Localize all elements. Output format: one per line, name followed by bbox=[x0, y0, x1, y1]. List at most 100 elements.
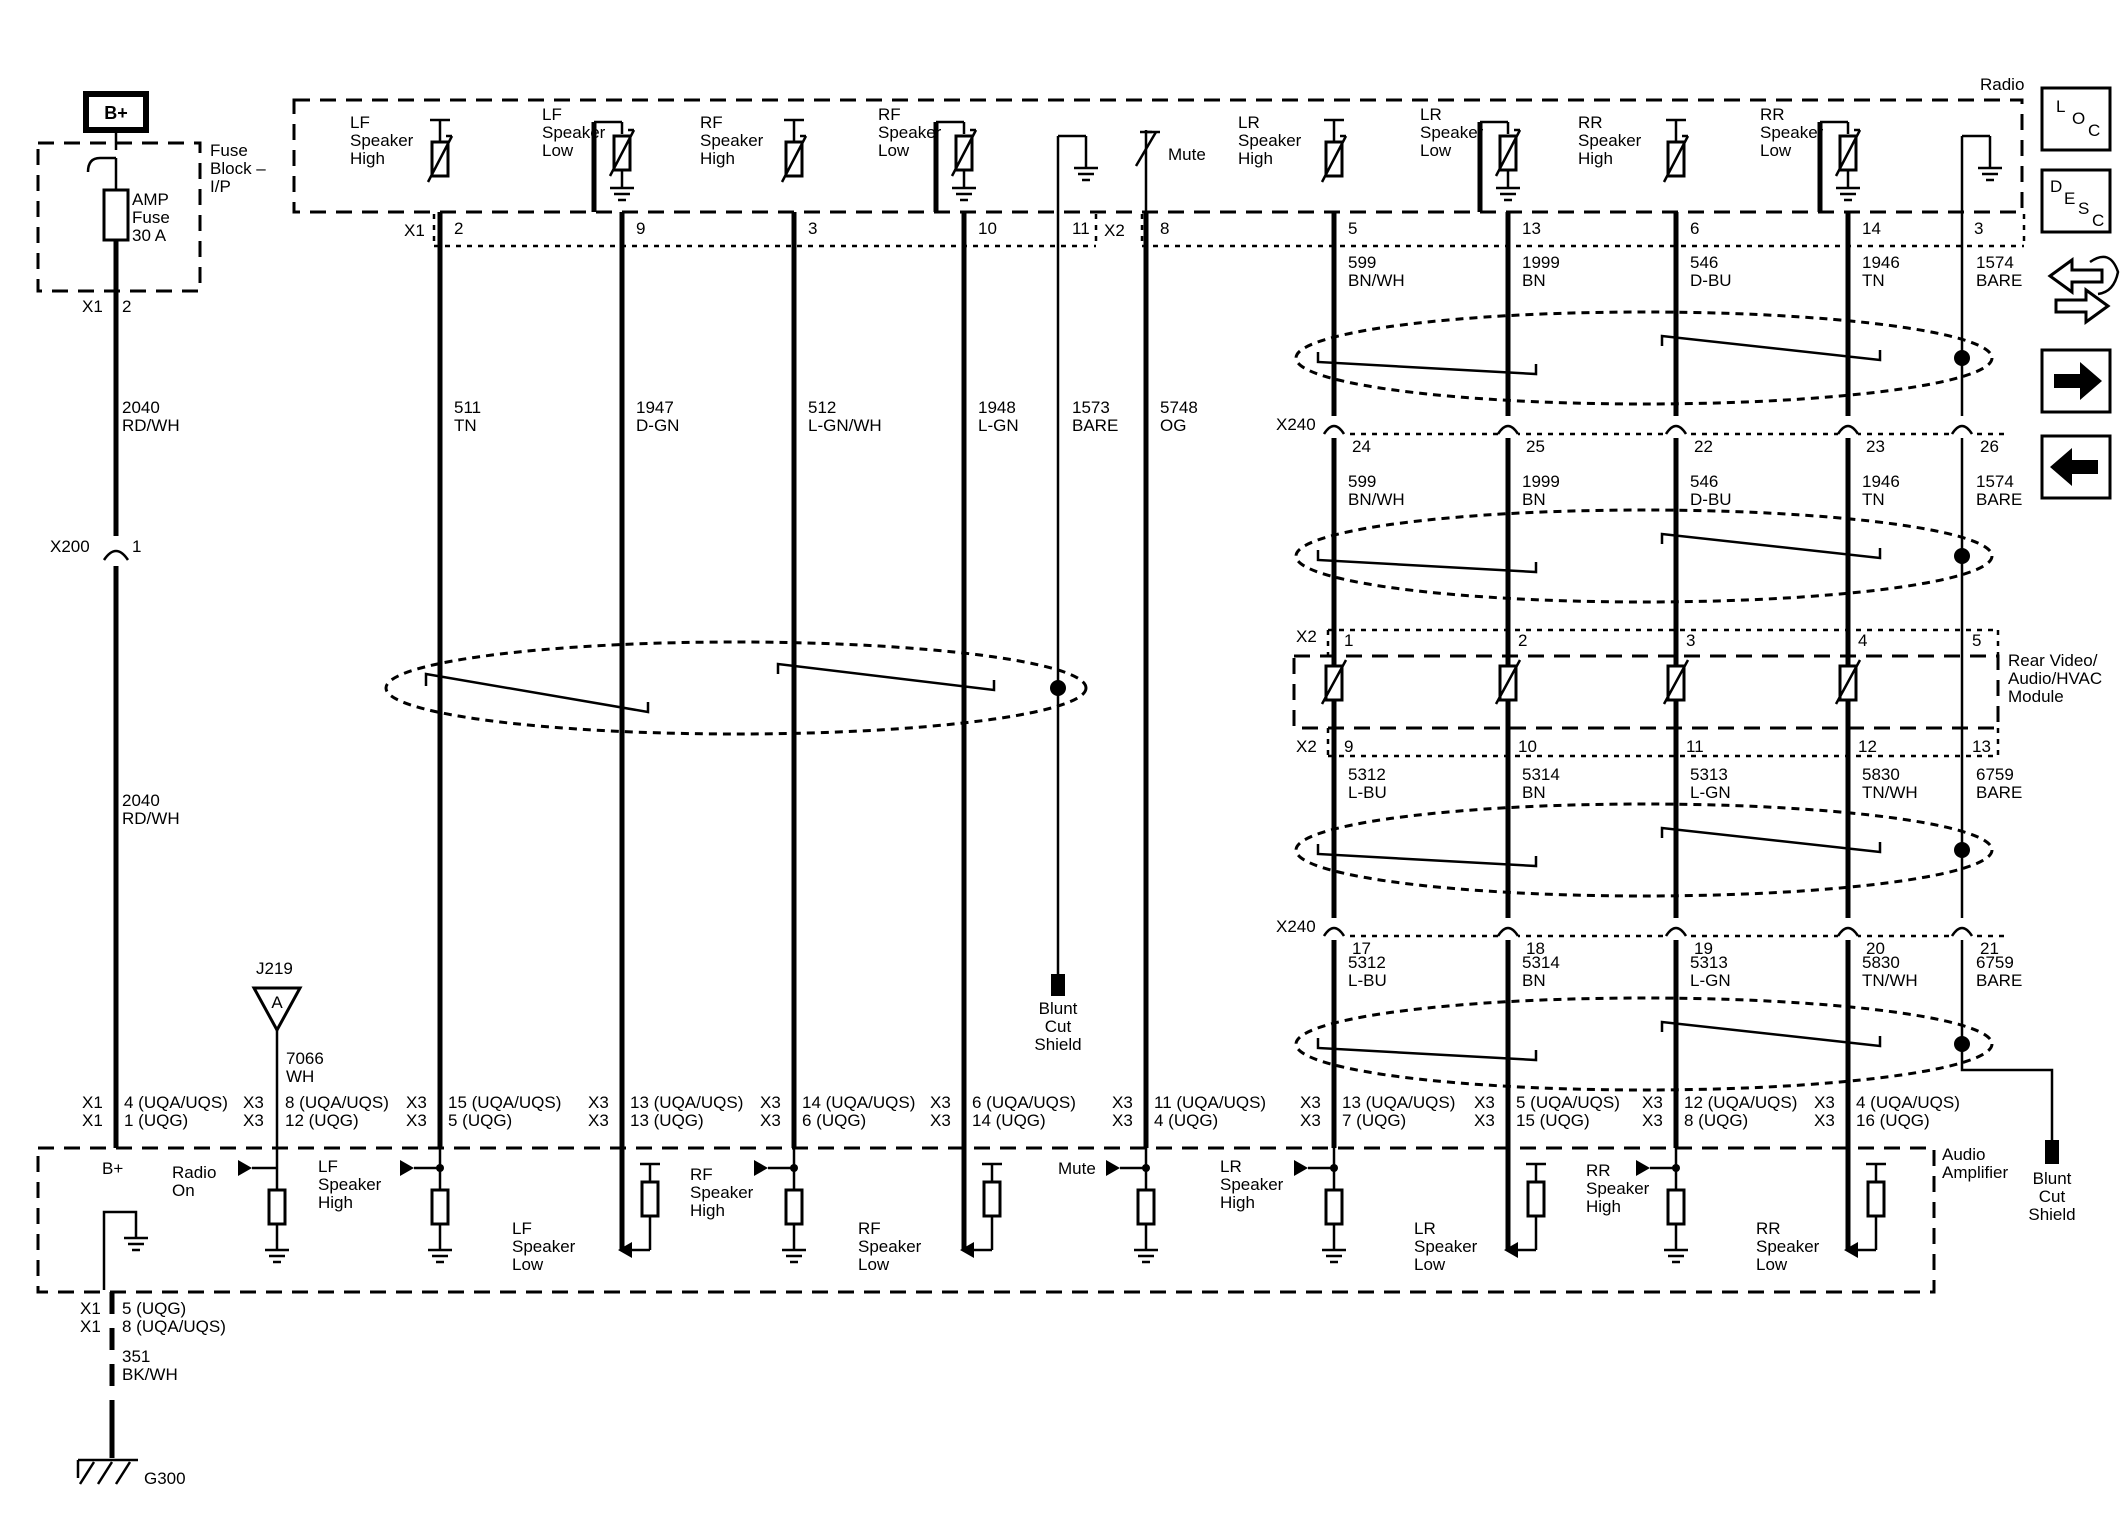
arrow-icon bbox=[1504, 1242, 1518, 1258]
rear-wire-color: BN/WH bbox=[1348, 490, 1405, 509]
shield-twist bbox=[1316, 1038, 1538, 1062]
loc-o: O bbox=[2072, 109, 2085, 128]
amp-conn-pin: 1 (UQG) bbox=[124, 1111, 188, 1130]
radio-speaker-label: High bbox=[700, 149, 735, 168]
desc-button[interactable]: D E S C bbox=[2040, 168, 2112, 234]
x240-pin: 25 bbox=[1526, 437, 1545, 456]
rear-wire-number: 546 bbox=[1690, 253, 1718, 272]
amp-speaker-label: Speaker bbox=[1414, 1237, 1478, 1256]
radio-pin: 10 bbox=[978, 219, 997, 238]
amp-conn-pin: 12 (UQA/UQS) bbox=[1684, 1093, 1797, 1112]
blunt-l2: Cut bbox=[1045, 1017, 1072, 1036]
arrow-icon bbox=[238, 1160, 252, 1176]
wire-color: RD/WH bbox=[122, 416, 180, 435]
radio-speaker-label: Speaker bbox=[1420, 123, 1484, 142]
amp-conn-pin: 14 (UQG) bbox=[972, 1111, 1046, 1130]
rear-video-audio-hvac-module: X2 X2 Rear Video/ Audio/HVAC Module bbox=[1292, 627, 2102, 758]
blunt-l1: Blunt bbox=[1039, 999, 1078, 1018]
speaker-resistor-icon bbox=[780, 135, 808, 183]
audio-amplifier: Audio Amplifier B+ Radio On Mute LFSpeak… bbox=[36, 1145, 2008, 1294]
speaker-resistor-icon bbox=[1494, 129, 1522, 177]
wire-color: BARE bbox=[1072, 416, 1118, 435]
rear-wire-number: 5830 bbox=[1862, 953, 1900, 972]
amp-conn-pin: 15 (UQG) bbox=[1516, 1111, 1590, 1130]
radio-speaker-label: High bbox=[1578, 149, 1613, 168]
rear-wire-color: TN bbox=[1862, 490, 1885, 509]
connector-icon bbox=[1496, 926, 1520, 937]
amp-speaker-label: Low bbox=[1756, 1255, 1788, 1274]
amp-conn-id: X3 bbox=[588, 1111, 609, 1130]
x200-pin: 1 bbox=[132, 537, 141, 556]
amp-conn-pin: 4 (UQA/UQS) bbox=[124, 1093, 228, 1112]
amp-speaker-label: Speaker bbox=[512, 1237, 576, 1256]
fuse-conn: X1 bbox=[82, 297, 103, 316]
amp-title-l2: Amplifier bbox=[1942, 1163, 2008, 1182]
rear-wire-number: 5314 bbox=[1522, 765, 1560, 784]
radio-x1: X1 bbox=[404, 221, 425, 240]
shield-twist bbox=[1660, 532, 1882, 560]
shield-twist bbox=[1660, 1020, 1882, 1048]
amp-conn-pin: 13 (UQG) bbox=[630, 1111, 704, 1130]
connector-icon bbox=[1836, 424, 1860, 435]
rear-module-pin: 9 bbox=[1344, 737, 1353, 756]
radio-speaker-label: LF bbox=[350, 113, 370, 132]
ground-id: G300 bbox=[144, 1469, 186, 1488]
rear-wire-color: BN/WH bbox=[1348, 271, 1405, 290]
radio-speaker-label: RR bbox=[1760, 105, 1785, 124]
speaker-resistor-icon bbox=[1494, 659, 1522, 705]
connector-icon bbox=[1950, 926, 1974, 937]
amp-conn-id: X3 bbox=[760, 1111, 781, 1130]
resistor-icon bbox=[1136, 1188, 1156, 1226]
rear-wire-color: BARE bbox=[1976, 271, 2022, 290]
previous-arrow-button[interactable] bbox=[2040, 434, 2112, 500]
left-wires: 511TN1947D-GN512L-GN/WH1948L-GN1573BARE5… bbox=[437, 212, 1198, 1148]
speaker-resistor-icon bbox=[426, 135, 454, 183]
radio-speaker-label: Speaker bbox=[700, 131, 764, 150]
radio-pin: 11 bbox=[1072, 219, 1090, 238]
rear-wire-color: TN/WH bbox=[1862, 971, 1918, 990]
rear-wire-color: BN bbox=[1522, 783, 1546, 802]
amp-speaker-label: LF bbox=[318, 1157, 338, 1176]
rear-wire-color: TN/WH bbox=[1862, 783, 1918, 802]
rear-wire-number: 1946 bbox=[1862, 472, 1900, 491]
amp-conn-pin: 6 (UQG) bbox=[802, 1111, 866, 1130]
resistor-icon bbox=[1866, 1180, 1886, 1218]
radio-speaker-label: Low bbox=[1760, 141, 1792, 160]
rear-module-pin: 1 bbox=[1344, 631, 1353, 650]
radio-speaker-label: High bbox=[1238, 149, 1273, 168]
x240-pin: 23 bbox=[1866, 437, 1885, 456]
radio-speaker-label: LR bbox=[1238, 113, 1260, 132]
loc-button[interactable]: L O C bbox=[2040, 86, 2112, 152]
amp-mute: Mute bbox=[1058, 1159, 1096, 1178]
splice-id: J219 bbox=[256, 959, 293, 978]
amp-conn-pin: 11 (UQA/UQS) bbox=[1154, 1093, 1266, 1112]
amp-conn-pin: 8 (UQG) bbox=[1684, 1111, 1748, 1130]
amp-speaker-label: RR bbox=[1586, 1161, 1611, 1180]
radio-pin: 3 bbox=[808, 219, 817, 238]
resistor-icon bbox=[1324, 1188, 1344, 1226]
x240-conn: X240 bbox=[1276, 917, 1316, 936]
radio-speaker-label: Low bbox=[878, 141, 910, 160]
amp-conn-id: X3 bbox=[1642, 1111, 1663, 1130]
wire-number: 1948 bbox=[978, 398, 1016, 417]
connector-swap-icon[interactable] bbox=[2047, 255, 2120, 325]
wire-number: 1573 bbox=[1072, 398, 1110, 417]
wire-number: 1947 bbox=[636, 398, 674, 417]
rear-wire-number: 5830 bbox=[1862, 765, 1900, 784]
splice-letter: A bbox=[271, 993, 283, 1012]
connector-icon bbox=[1664, 424, 1688, 435]
wire-number: 5748 bbox=[1160, 398, 1198, 417]
x240-pin: 18 bbox=[1526, 939, 1545, 958]
amp-speaker-label: Speaker bbox=[1756, 1237, 1820, 1256]
amp-speaker-label: LF bbox=[512, 1219, 532, 1238]
amp-conn-id: X3 bbox=[1112, 1093, 1133, 1112]
amp-speaker-label: Speaker bbox=[690, 1183, 754, 1202]
x240-pin: 21 bbox=[1980, 939, 1999, 958]
blunt-rear-l3: Shield bbox=[2028, 1205, 2075, 1224]
blunt-l3: Shield bbox=[1034, 1035, 1081, 1054]
arrow-icon bbox=[1844, 1242, 1858, 1258]
radio-pin: 3 bbox=[1974, 219, 1983, 238]
next-arrow-button[interactable] bbox=[2040, 348, 2112, 414]
